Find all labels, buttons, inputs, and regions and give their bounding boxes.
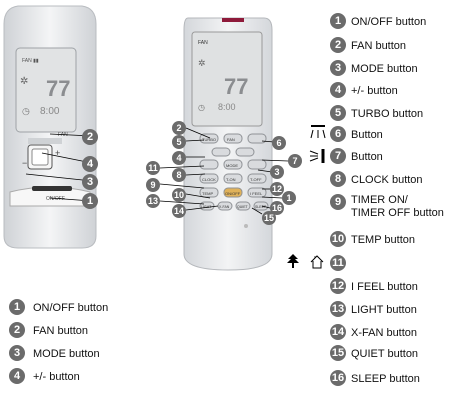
svg-text:−: −	[22, 158, 27, 168]
legend-left-text: MODE button	[33, 348, 100, 360]
small-temp: 77	[46, 76, 70, 101]
callout-large-10: 10	[172, 188, 186, 202]
legend-right-num: 14	[330, 324, 346, 340]
legend-right-num: 5	[330, 105, 346, 121]
svg-text:T-ON: T-ON	[226, 177, 236, 182]
large-remote: FAN ✲ 77 ◷ 8:00 TURBO FAN MODE CLOCK T-O…	[168, 14, 288, 274]
callout-small-3: 3	[82, 174, 98, 190]
large-temp: 77	[224, 74, 248, 99]
callout-large-11: 11	[146, 161, 160, 175]
svg-text:*: *	[314, 256, 316, 262]
callout-small-1: 1	[82, 193, 98, 209]
legend-right-text: X-FAN button	[351, 327, 418, 339]
legend-right-text: TIMER ON/	[351, 194, 408, 206]
svg-text:◷: ◷	[22, 106, 30, 116]
callout-small-2: 2	[82, 129, 98, 145]
legend-left-num: 3	[9, 345, 25, 361]
legend-right-text: I FEEL button	[351, 281, 418, 293]
legend-right-num: 2	[330, 37, 346, 53]
legend-right-text: Button	[351, 129, 383, 141]
svg-text:ON/OFF: ON/OFF	[225, 191, 241, 196]
svg-text:CLOCK: CLOCK	[202, 177, 216, 182]
svg-text:QUIET: QUIET	[237, 205, 249, 209]
swing-icon	[309, 147, 327, 165]
callout-large-13: 13	[146, 194, 160, 208]
svg-text:LIGHT: LIGHT	[201, 205, 212, 209]
large-time: 8:00	[218, 102, 236, 112]
legend-right-num: 6	[330, 126, 346, 142]
legend-right-text: FAN button	[351, 40, 407, 52]
callout-large-8: 8	[172, 168, 186, 182]
legend-left-text: ON/OFF button	[33, 302, 109, 314]
legend-right-text: ON/OFF button	[351, 16, 427, 28]
legend-right-num: 8	[330, 171, 346, 187]
svg-text:TEMP: TEMP	[202, 191, 213, 196]
legend-right-text: SLEEP button	[351, 373, 420, 385]
callout-large-2: 2	[172, 121, 186, 135]
small-time: 8:00	[40, 106, 60, 117]
callout-large-3: 3	[270, 165, 284, 179]
legend-right-num: 13	[330, 301, 346, 317]
svg-text:+: +	[55, 148, 60, 158]
svg-text:FAN ▮▮: FAN ▮▮	[22, 58, 39, 64]
svg-text:MODE: MODE	[226, 163, 238, 168]
small-onoff-label: ON/OFF	[46, 196, 65, 202]
louver-icon	[309, 124, 327, 140]
legend-right-num: 9	[330, 194, 346, 210]
legend-right-num: 1	[330, 13, 346, 29]
legend-right-num: 3	[330, 60, 346, 76]
legend-left-num: 2	[9, 322, 25, 338]
legend-right-num: 7	[330, 148, 346, 164]
callout-large-1: 1	[282, 191, 296, 205]
callout-large-5: 5	[172, 135, 186, 149]
svg-text:I FEEL: I FEEL	[250, 191, 263, 196]
legend-right-text: +/- button	[351, 85, 398, 97]
legend-right-num: 12	[330, 278, 346, 294]
legend-right-num: 10	[330, 231, 346, 247]
svg-text:T-OFF: T-OFF	[250, 177, 262, 182]
legend-right-num: 15	[330, 345, 346, 361]
legend-right-num: 11	[330, 255, 346, 271]
legend-left-num: 1	[9, 299, 25, 315]
svg-text:✲: ✲	[20, 76, 28, 87]
callout-large-4: 4	[172, 151, 186, 165]
legend-right-text: TURBO button	[351, 108, 424, 120]
small-remote: FAN ▮▮ ✲ 77 ◷ 8:00 FAN + − ON/OFF	[0, 0, 110, 250]
svg-text:FAN: FAN	[227, 137, 235, 142]
svg-text:◷: ◷	[198, 103, 205, 112]
legend-right-num: 16	[330, 370, 346, 386]
callout-large-16: 16	[270, 201, 284, 215]
large-fan-text: FAN	[198, 40, 208, 46]
legend-right-num: 4	[330, 82, 346, 98]
small-onoff-button	[32, 186, 72, 191]
callout-small-4: 4	[82, 156, 98, 172]
callout-large-9: 9	[146, 178, 160, 192]
legend-right-text: Button	[351, 151, 383, 163]
legend-right-text: CLOCK button	[351, 174, 423, 186]
svg-text:TURBO: TURBO	[202, 137, 216, 142]
small-remote-drawing: FAN ▮▮ ✲ 77 ◷ 8:00 FAN + − ON/OFF	[3, 5, 97, 249]
svg-text:✲: ✲	[198, 58, 206, 68]
house-icon: *	[309, 254, 325, 270]
legend-right-text: LIGHT button	[351, 304, 417, 316]
legend-left-num: 4	[9, 368, 25, 384]
legend-right-text: QUIET button	[351, 348, 419, 360]
svg-text:SLEEP: SLEEP	[255, 205, 267, 209]
svg-text:X-FAN: X-FAN	[219, 205, 230, 209]
callout-large-15: 15	[262, 211, 276, 225]
callout-large-6: 6	[272, 136, 286, 150]
callout-large-12: 12	[270, 182, 284, 196]
callout-large-7: 7	[288, 154, 302, 168]
legend-right-text: MODE button	[351, 63, 418, 75]
callout-large-14: 14	[172, 204, 186, 218]
tree-icon	[286, 253, 300, 269]
legend-left-text: FAN button	[33, 325, 89, 337]
legend-left-text: +/- button	[33, 371, 80, 383]
legend-right-text: TEMP button	[351, 234, 415, 246]
small-remote-lcd	[15, 47, 77, 133]
large-remote-drawing: FAN ✲ 77 ◷ 8:00 TURBO FAN MODE CLOCK T-O…	[183, 17, 273, 271]
legend-right-text-line2: TIMER OFF button	[351, 207, 444, 219]
